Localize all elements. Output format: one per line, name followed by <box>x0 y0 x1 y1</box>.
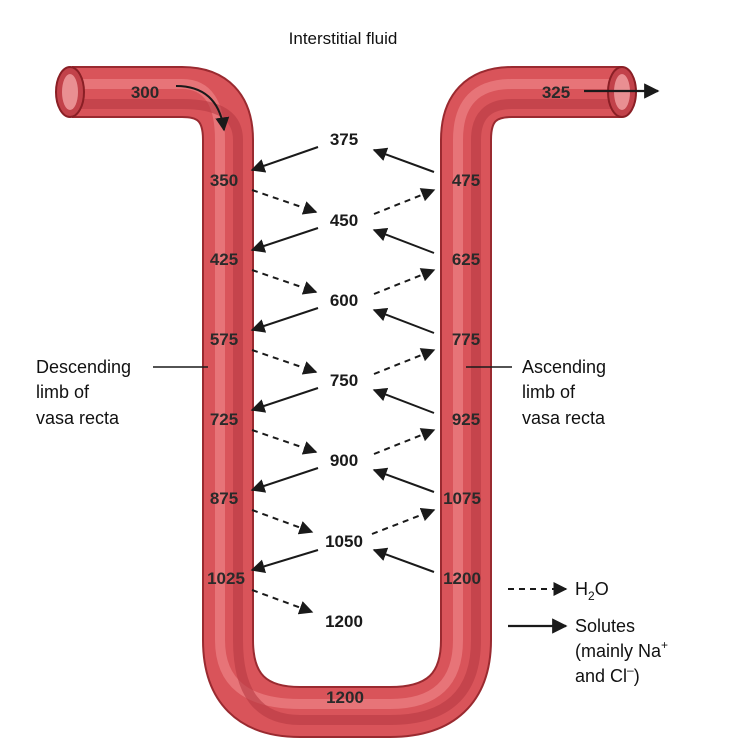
solute-arrow <box>372 147 435 173</box>
solute-arrow <box>372 227 435 254</box>
solute-arrow <box>372 547 435 573</box>
ascending-value: 1200 <box>443 569 481 588</box>
legend-solutes-detail: and Cl–) <box>575 663 640 686</box>
interstitial-value: 1050 <box>325 532 363 551</box>
descending-value: 725 <box>210 410 238 429</box>
interstitial-value: 1200 <box>325 612 363 631</box>
solute-arrow <box>250 307 319 333</box>
svg-text:vasa recta: vasa recta <box>522 408 606 428</box>
inflow-value: 300 <box>131 83 159 102</box>
ascending-value: 775 <box>452 330 480 349</box>
legend-solutes-label: Solutes <box>575 616 635 636</box>
ascending-values: 475 625 775 925 1075 1200 <box>443 171 481 588</box>
solute-arrow <box>372 307 435 334</box>
svg-text:limb of: limb of <box>522 382 576 402</box>
flux-arrows <box>250 146 436 615</box>
svg-text:Descending: Descending <box>36 357 131 377</box>
ascending-label: Ascending limb of vasa recta <box>466 357 606 428</box>
ascending-value: 925 <box>452 410 480 429</box>
solute-arrow <box>250 227 319 253</box>
svg-text:vasa recta: vasa recta <box>36 408 120 428</box>
legend-water-label: H2O <box>575 579 609 603</box>
water-arrow <box>251 269 318 295</box>
ascending-value: 475 <box>452 171 480 190</box>
water-arrow <box>373 188 436 215</box>
descending-label: Descending limb of vasa recta <box>36 357 208 428</box>
water-arrow <box>251 589 314 615</box>
solute-arrow <box>372 467 435 493</box>
descending-value: 1025 <box>207 569 245 588</box>
descending-values: 350 425 575 725 875 1025 <box>207 171 245 588</box>
descending-value: 875 <box>210 489 238 508</box>
water-arrow <box>251 349 318 375</box>
interstitial-value: 750 <box>330 371 358 390</box>
legend-solutes-detail: (mainly Na+ <box>575 638 668 661</box>
svg-text:limb of: limb of <box>36 382 90 402</box>
descending-value: 575 <box>210 330 238 349</box>
water-arrow <box>373 348 436 375</box>
interstitial-value: 375 <box>330 130 358 149</box>
descending-value: 350 <box>210 171 238 190</box>
interstitial-value: 450 <box>330 211 358 230</box>
bottom-value: 1200 <box>326 688 364 707</box>
water-arrow <box>371 508 436 535</box>
water-arrow <box>251 429 318 455</box>
diagram-title: Interstitial fluid <box>289 29 398 48</box>
interstitial-value: 600 <box>330 291 358 310</box>
water-arrow <box>251 189 318 215</box>
water-arrow <box>373 268 436 295</box>
water-arrow <box>251 509 314 535</box>
solute-arrow <box>250 549 319 574</box>
inflow-arrow <box>175 85 230 132</box>
solute-arrow <box>372 387 435 414</box>
ascending-value: 1075 <box>443 489 481 508</box>
solute-arrow <box>250 387 319 413</box>
solute-arrow <box>250 146 319 173</box>
water-arrow <box>373 428 436 455</box>
outflow-value: 325 <box>542 83 570 102</box>
svg-text:Ascending: Ascending <box>522 357 606 377</box>
solute-arrow <box>250 467 319 493</box>
interstitial-value: 900 <box>330 451 358 470</box>
interstitial-values: 375 450 600 750 900 1050 1200 <box>325 130 363 631</box>
descending-value: 425 <box>210 250 238 269</box>
legend: H2O Solutes (mainly Na+ and Cl–) <box>508 579 668 686</box>
ascending-value: 625 <box>452 250 480 269</box>
